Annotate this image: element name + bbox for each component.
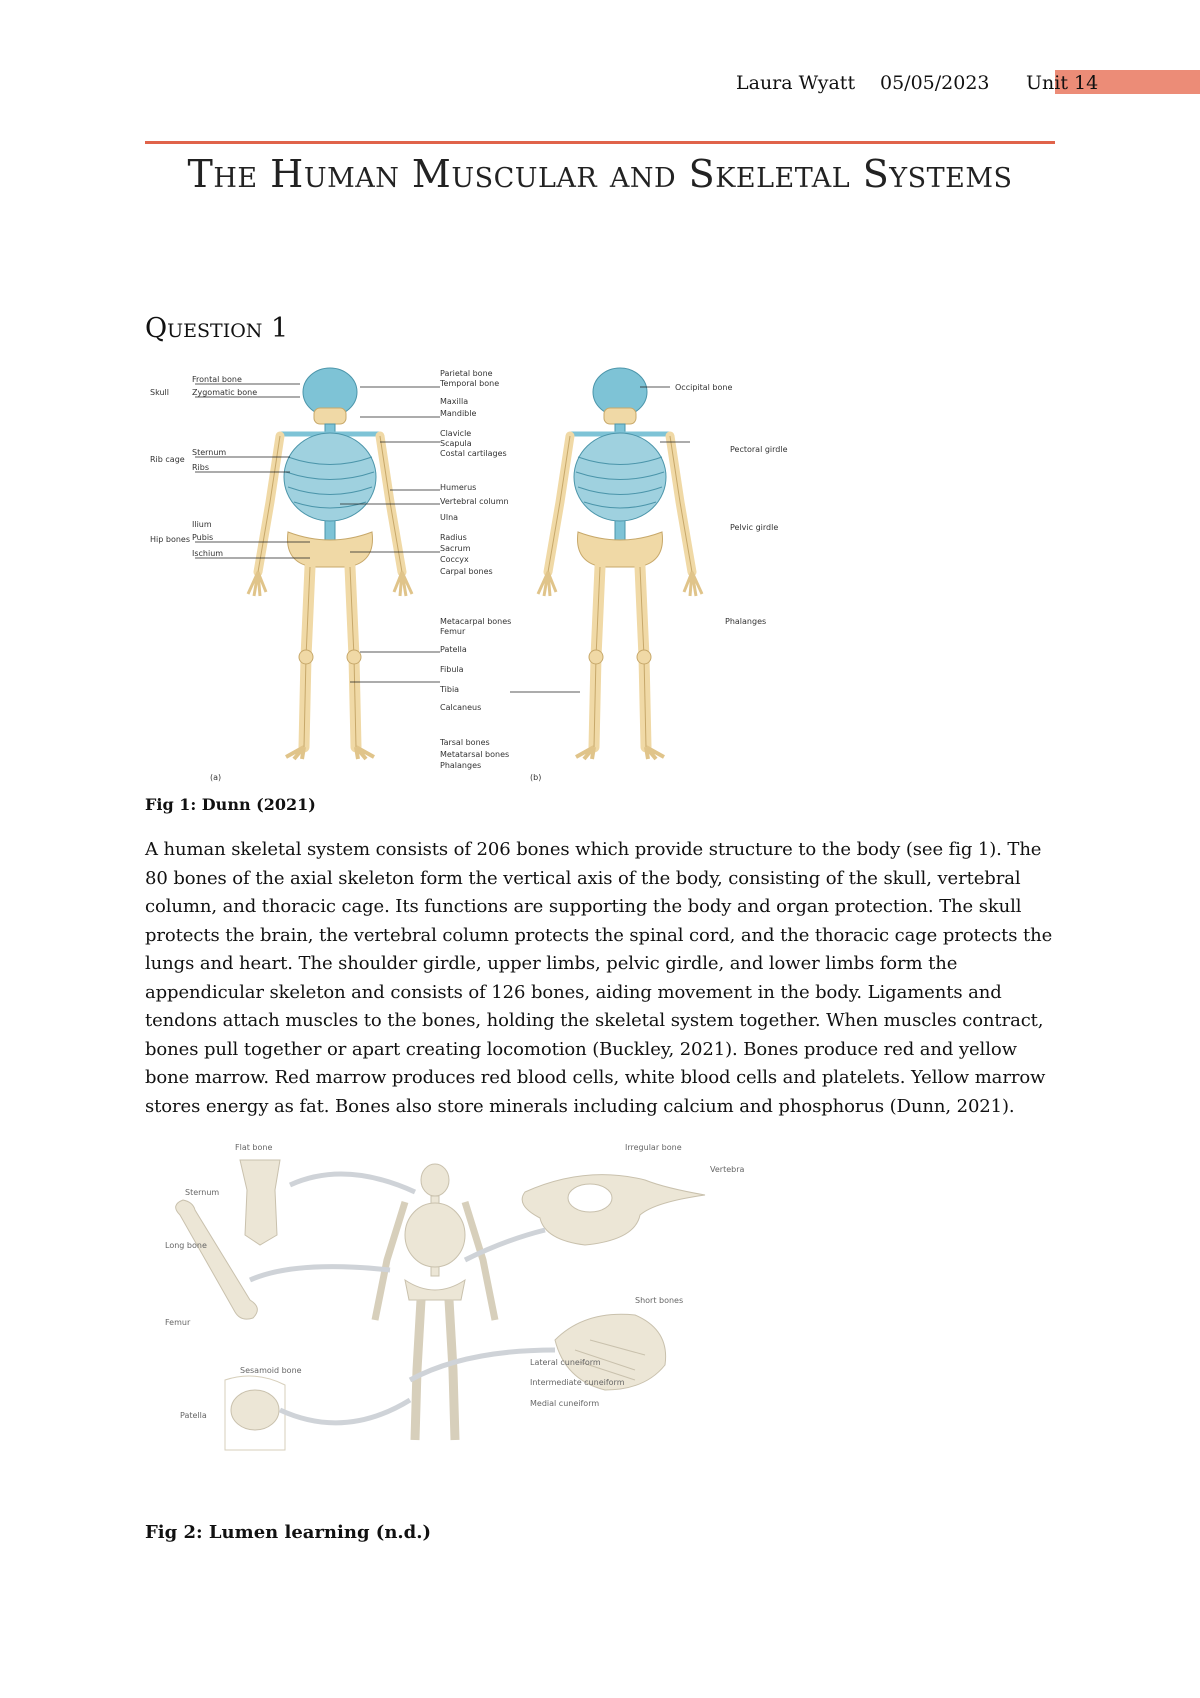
label-patella2: Patella xyxy=(180,1411,207,1420)
label-ulna: Ulna xyxy=(440,513,458,522)
label-clavicle: Clavicle xyxy=(440,429,471,438)
label-tarsal: Tarsal bones xyxy=(439,738,490,747)
label-sternum2: Sternum xyxy=(185,1188,219,1197)
skeleton-diagram-figure: Skull Frontal bone Zygomatic bone Rib ca… xyxy=(150,362,788,782)
label-medial-cuneiform: Medial cuneiform xyxy=(530,1399,599,1408)
label-radius: Radius xyxy=(440,533,467,542)
header-author: Laura Wyatt xyxy=(736,72,856,94)
label-short-bones: Short bones xyxy=(635,1296,683,1305)
label-femur: Femur xyxy=(440,627,466,636)
label-hip-bones: Hip bones xyxy=(150,535,190,544)
figure2-caption: Fig 2: Lumen learning (n.d.) xyxy=(145,1522,432,1543)
label-pectoral: Pectoral girdle xyxy=(730,445,788,454)
label-ischium: Ischium xyxy=(192,549,223,558)
label-tibia: Tibia xyxy=(439,685,459,694)
label-carpal: Carpal bones xyxy=(440,567,493,576)
label-sub-b: (b) xyxy=(530,773,541,782)
figure1-caption: Fig 1: Dunn (2021) xyxy=(145,795,316,814)
label-sternum: Sternum xyxy=(192,448,226,457)
label-temporal: Temporal bone xyxy=(439,379,499,388)
label-costal: Costal cartilages xyxy=(440,449,507,458)
title-rule xyxy=(145,141,1055,144)
label-calcaneus: Calcaneus xyxy=(440,703,481,712)
label-sub-a: (a) xyxy=(210,773,221,782)
label-lateral-cuneiform: Lateral cuneiform xyxy=(530,1358,601,1367)
label-vertebral: Vertebral column xyxy=(440,497,509,506)
label-long-bone: Long bone xyxy=(165,1241,207,1250)
label-sacrum: Sacrum xyxy=(440,544,471,553)
header-unit: Unit 14 xyxy=(1026,72,1099,94)
header-accent-bar xyxy=(1055,70,1200,94)
label-parietal: Parietal bone xyxy=(440,369,493,378)
label-intermediate-cuneiform: Intermediate cuneiform xyxy=(530,1378,625,1387)
label-zygomatic: Zygomatic bone xyxy=(192,388,257,397)
label-frontal: Frontal bone xyxy=(192,375,242,384)
label-vertebra: Vertebra xyxy=(710,1165,744,1174)
page-header: Laura Wyatt 05/05/2023 Unit 14 xyxy=(700,72,1100,96)
label-skull: Skull xyxy=(150,388,169,397)
label-maxilla: Maxilla xyxy=(440,397,468,406)
label-metacarpal: Metacarpal bones xyxy=(440,617,511,626)
document-title: The Human Muscular and Skeletal Systems xyxy=(187,152,1013,196)
label-ilium: Ilium xyxy=(192,520,212,529)
body-paragraph: A human skeletal system consists of 206 … xyxy=(145,839,1053,1117)
label-rib-cage: Rib cage xyxy=(150,455,185,464)
label-phalanges-center: Phalanges xyxy=(440,761,481,770)
label-patella: Patella xyxy=(440,645,467,654)
label-sesamoid-bone: Sesamoid bone xyxy=(240,1366,302,1375)
label-ribs: Ribs xyxy=(192,463,209,472)
label-femur2: Femur xyxy=(165,1318,191,1327)
label-metatarsal: Metatarsal bones xyxy=(440,750,509,759)
label-humerus: Humerus xyxy=(440,483,476,492)
label-coccyx: Coccyx xyxy=(440,555,469,564)
label-mandible: Mandible xyxy=(440,409,476,418)
section-heading: Question 1 xyxy=(145,313,289,344)
label-flat-bone: Flat bone xyxy=(235,1143,272,1152)
label-irregular-bone: Irregular bone xyxy=(625,1143,682,1152)
header-date: 05/05/2023 xyxy=(880,72,990,94)
bone-classification-figure: Flat bone Sternum Irregular bone Vertebr… xyxy=(165,1143,744,1451)
label-phalanges-right: Phalanges xyxy=(725,617,766,626)
label-pelvic: Pelvic girdle xyxy=(730,523,778,532)
label-scapula: Scapula xyxy=(440,439,472,448)
label-occipital: Occipital bone xyxy=(675,383,732,392)
label-pubis: Pubis xyxy=(192,533,213,542)
label-fibula: Fibula xyxy=(440,665,464,674)
